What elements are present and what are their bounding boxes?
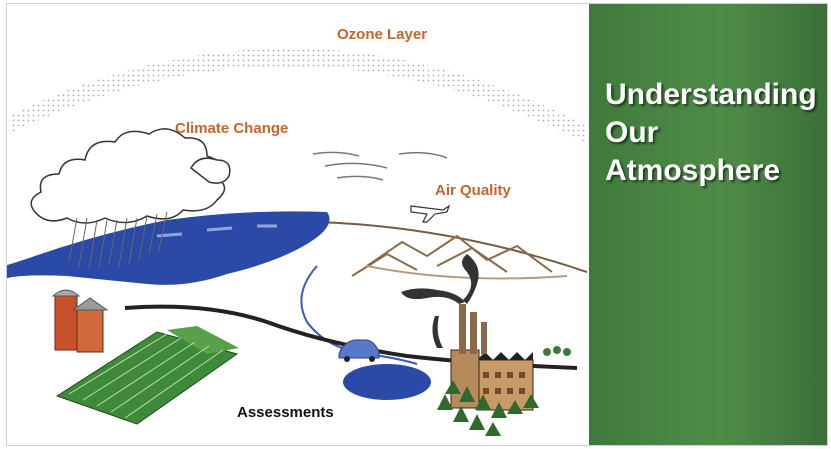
cloud — [30, 128, 231, 224]
slide-frame: Ozone Layer Climate Change Air Quality A… — [6, 3, 828, 446]
airplane — [410, 204, 451, 223]
assessments-label: Assessments — [237, 404, 334, 421]
barn — [51, 289, 109, 353]
title-line: Atmosphere — [605, 154, 781, 187]
climate-change-label: Climate Change — [175, 120, 289, 137]
ozone-layer-label: Ozone Layer — [337, 26, 428, 43]
smoke — [401, 254, 479, 348]
title-line: Understanding — [605, 78, 817, 111]
rain — [68, 211, 168, 271]
air-quality-label: Air Quality — [435, 182, 511, 199]
ozone-band — [9, 48, 587, 144]
wind-lines — [312, 151, 448, 181]
page-title: Understanding Our Atmosphere — [605, 76, 817, 190]
fields — [55, 326, 239, 425]
atmosphere-scene — [7, 48, 587, 436]
atmosphere-illustration: Ozone Layer Climate Change Air Quality A… — [7, 4, 587, 445]
mountains — [351, 234, 568, 280]
lake — [343, 364, 431, 400]
ocean — [7, 211, 330, 285]
title-line: Our — [605, 116, 659, 149]
title-panel: Understanding Our Atmosphere — [589, 4, 827, 445]
car — [338, 339, 380, 362]
trees — [437, 380, 539, 436]
